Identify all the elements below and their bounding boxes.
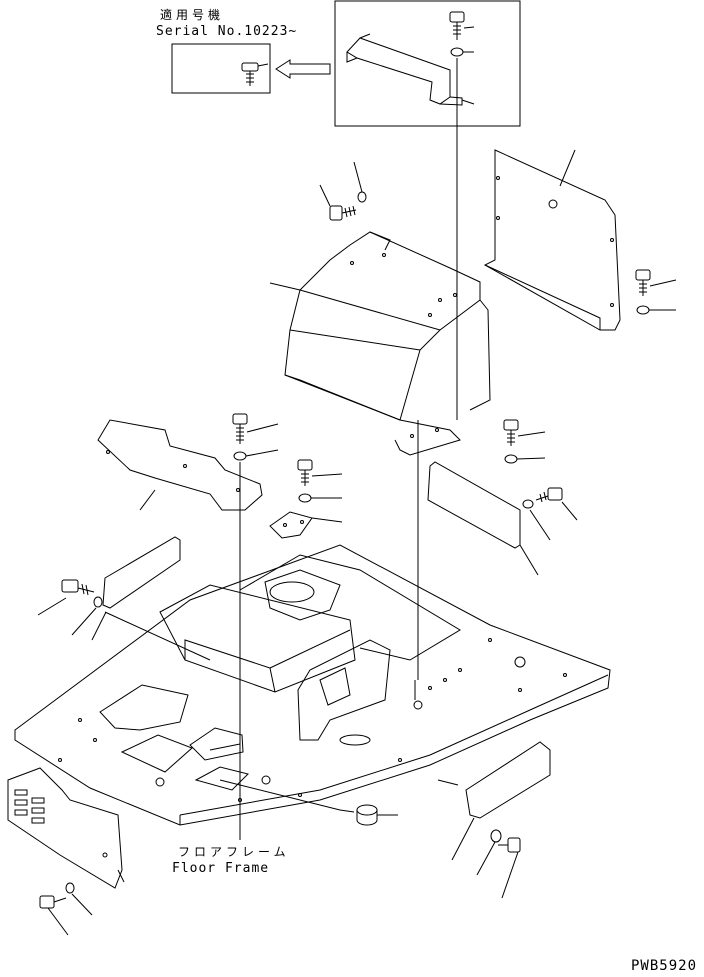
drawing-code: PWB5920 — [631, 958, 698, 974]
bolt-icon — [319, 161, 367, 221]
upper-dome-cover — [269, 231, 491, 456]
bolt-icon — [503, 419, 546, 464]
bottom-right-panel — [414, 420, 551, 899]
bolt-icon — [635, 269, 677, 315]
serial-label-en: Serial No.10223~ — [156, 24, 298, 39]
serial-detail-box — [171, 43, 271, 94]
floor-frame-label-jp: フロアフレーム — [178, 845, 290, 859]
bracket-detail-box — [334, 0, 521, 420]
rubber-stopper — [356, 804, 398, 826]
bolt-icon — [522, 487, 578, 541]
serial-label-jp: 適用号機 — [160, 8, 225, 22]
side-cover-plate — [483, 149, 621, 331]
bolt-icon — [39, 882, 93, 936]
bolt-icon — [297, 459, 343, 503]
floor-frame — [14, 544, 611, 826]
small-cover-plate — [269, 511, 343, 539]
bolt-icon — [241, 62, 259, 86]
floor-frame-label-en: Floor Frame — [172, 861, 270, 876]
bolt-icon — [232, 413, 279, 840]
left-grille-cover — [7, 767, 125, 889]
left-panel-plate — [37, 536, 181, 641]
right-panel-plate — [427, 461, 539, 576]
arrow-left-icon — [275, 59, 331, 79]
floor-mat — [97, 419, 263, 511]
